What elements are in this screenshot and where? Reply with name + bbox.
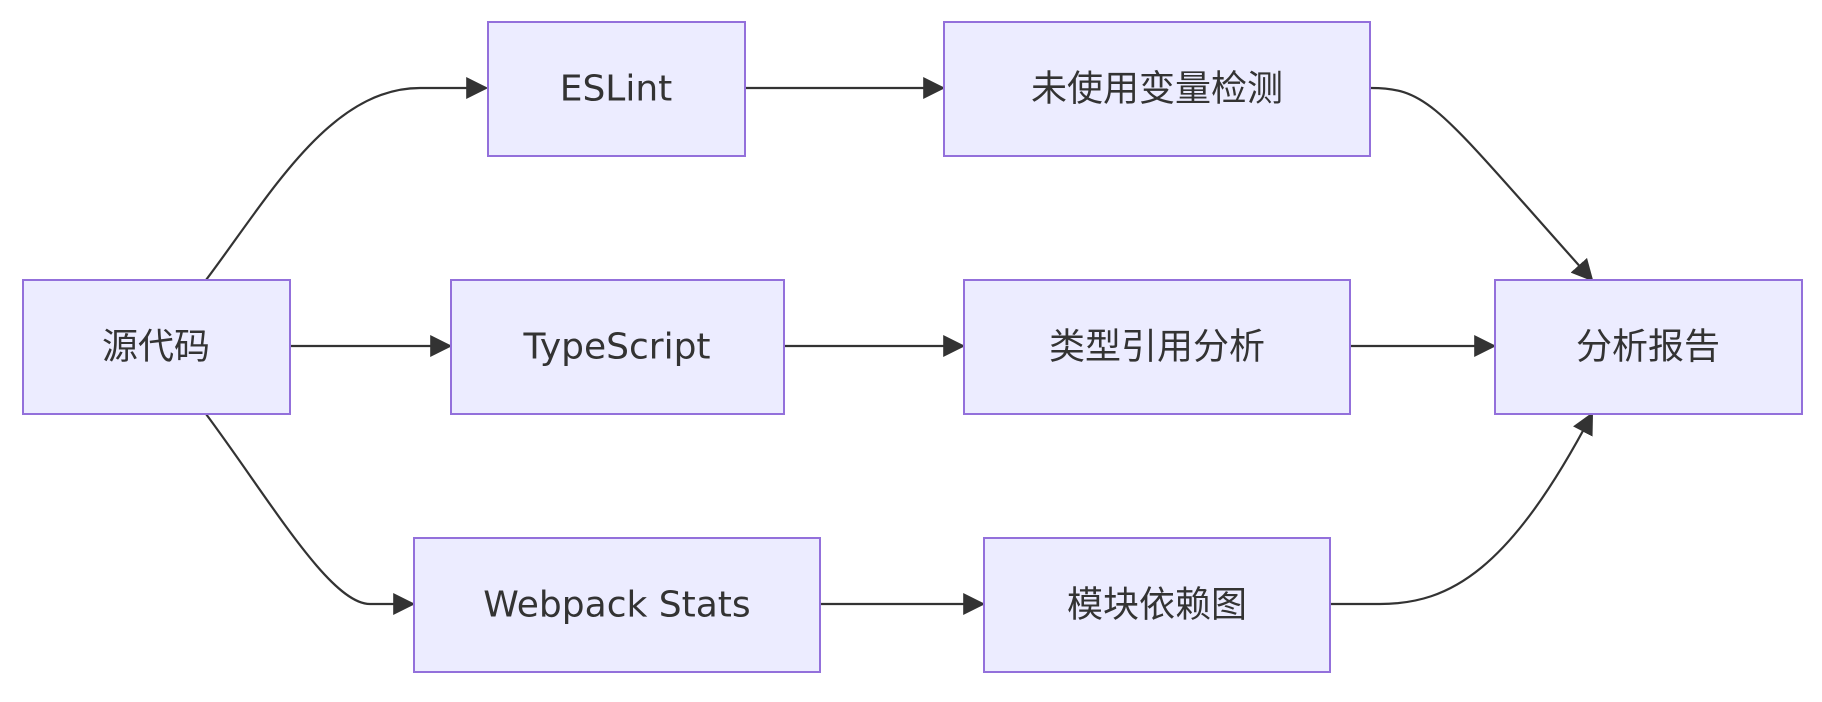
node-eslint: ESLint — [487, 21, 746, 157]
node-report: 分析报告 — [1494, 279, 1803, 415]
node-type-refs: 类型引用分析 — [963, 279, 1351, 415]
node-source-label: 源代码 — [102, 327, 210, 368]
node-webpack-label: Webpack Stats — [483, 585, 750, 626]
node-typescript-label: TypeScript — [522, 327, 710, 368]
node-report-label: 分析报告 — [1576, 327, 1720, 368]
node-module-graph-label: 模块依赖图 — [1067, 585, 1247, 626]
edge-module-graph-to-report — [1331, 412, 1594, 606]
node-unused-vars: 未使用变量检测 — [943, 21, 1371, 157]
edge-source-to-webpack — [205, 413, 416, 615]
node-webpack: Webpack Stats — [413, 537, 821, 673]
node-source: 源代码 — [22, 279, 291, 415]
node-module-graph: 模块依赖图 — [983, 537, 1331, 673]
node-typescript: TypeScript — [450, 279, 785, 415]
edge-unused-vars-to-report — [1370, 86, 1594, 282]
edges — [205, 77, 1594, 615]
node-unused-vars-label: 未使用变量检测 — [1031, 69, 1283, 110]
node-eslint-label: ESLint — [560, 69, 673, 110]
edge-source-to-eslint — [205, 77, 489, 281]
node-type-refs-label: 类型引用分析 — [1049, 327, 1265, 368]
